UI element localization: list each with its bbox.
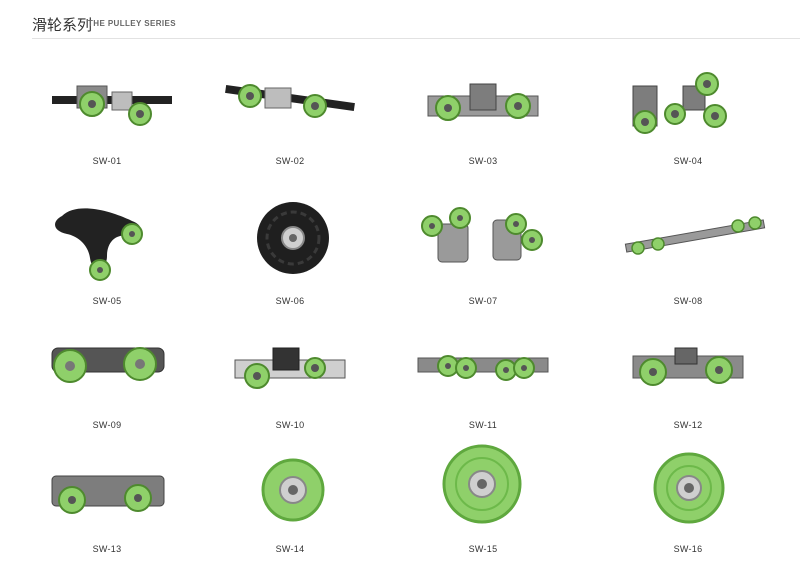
product-label: SW-08 [673, 296, 703, 306]
product-label: SW-05 [92, 296, 122, 306]
product-sw-11: SW-11 [398, 320, 568, 430]
product-sw-05: SW-05 [22, 196, 192, 306]
pulley-image [427, 83, 539, 121]
product-label: SW-15 [468, 544, 498, 554]
pulley-image [632, 347, 744, 386]
product-label: SW-13 [92, 544, 122, 554]
product-label: SW-06 [275, 296, 305, 306]
product-sw-01: SW-01 [22, 56, 192, 166]
product-label: SW-04 [673, 156, 703, 166]
product-sw-09: SW-09 [22, 320, 192, 430]
product-sw-08: SW-08 [603, 196, 773, 306]
product-label: SW-10 [275, 420, 305, 430]
pulley-image [51, 347, 165, 383]
product-label: SW-12 [673, 420, 703, 430]
product-label: SW-03 [468, 156, 498, 166]
pulley-image [51, 475, 165, 514]
product-sw-04: SW-04 [603, 56, 773, 166]
product-sw-07: SW-07 [398, 196, 568, 306]
product-label: SW-16 [673, 544, 703, 554]
pulley-image [55, 208, 143, 281]
product-sw-10: SW-10 [205, 320, 375, 430]
product-sw-02: SW-02 [205, 56, 375, 166]
pulley-image [653, 452, 725, 524]
pulley-image [624, 216, 766, 255]
product-label: SW-02 [275, 156, 305, 166]
product-sw-12: SW-12 [603, 320, 773, 430]
pulley-image [261, 458, 325, 522]
product-sw-15: SW-15 [398, 444, 568, 554]
product-label: SW-07 [468, 296, 498, 306]
product-sw-14: SW-14 [205, 444, 375, 554]
product-label: SW-09 [92, 420, 122, 430]
product-sw-13: SW-13 [22, 444, 192, 554]
pulley-image [52, 85, 172, 126]
pulley-image [442, 444, 522, 524]
product-label: SW-01 [92, 156, 122, 166]
pulley-image [234, 347, 346, 389]
page-header: 滑轮系列 THE PULLEY SERIES [32, 14, 800, 39]
pulley-image [421, 207, 543, 263]
section-subtitle: THE PULLEY SERIES [88, 19, 177, 28]
product-sw-03: SW-03 [398, 56, 568, 166]
pulley-image [225, 84, 355, 118]
section-title: 滑轮系列 [32, 17, 93, 34]
product-label: SW-14 [275, 544, 305, 554]
product-label: SW-11 [468, 420, 498, 430]
pulley-image [257, 202, 329, 274]
product-sw-16: SW-16 [603, 444, 773, 554]
product-sw-06: SW-06 [205, 196, 375, 306]
pulley-image [632, 72, 727, 134]
pulley-image [417, 355, 549, 381]
